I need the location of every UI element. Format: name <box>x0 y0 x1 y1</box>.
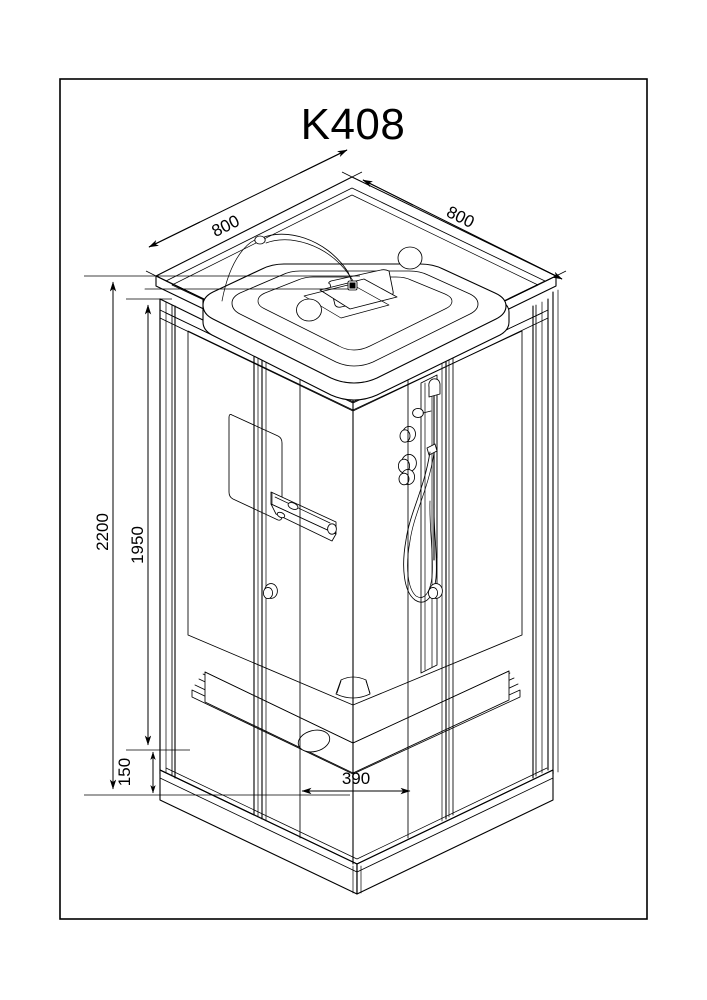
hand-shower <box>412 407 438 456</box>
ceiling-cable <box>144 233 358 302</box>
roof-canopy <box>202 263 510 401</box>
dimension-label-height-cabin: 1950 <box>128 526 147 564</box>
shower-cabin-drawing <box>144 176 559 895</box>
door-handle-right <box>427 583 443 600</box>
dimension-label-height-overall: 2200 <box>93 513 112 551</box>
page-title: K408 <box>301 100 406 149</box>
drain <box>297 729 331 753</box>
ceiling-speaker-right <box>397 246 423 270</box>
shower-hose <box>403 451 437 603</box>
dimension-height-base: 150 <box>115 751 156 794</box>
ceiling-speaker-left <box>296 298 322 322</box>
dimension-height-cabin: 1950 <box>126 298 190 751</box>
dimension-label-height-base: 150 <box>115 758 134 786</box>
mirror-panel <box>228 414 283 521</box>
sheet-border <box>59 78 648 920</box>
mixer-knob-upper <box>399 425 416 443</box>
dimension-door-opening: 390 <box>301 769 411 795</box>
shelf-tray <box>270 491 337 542</box>
door-handle-left <box>262 583 278 600</box>
dimension-label-door-opening: 390 <box>342 769 370 788</box>
dimension-height-overall: 2200 <box>84 275 360 796</box>
